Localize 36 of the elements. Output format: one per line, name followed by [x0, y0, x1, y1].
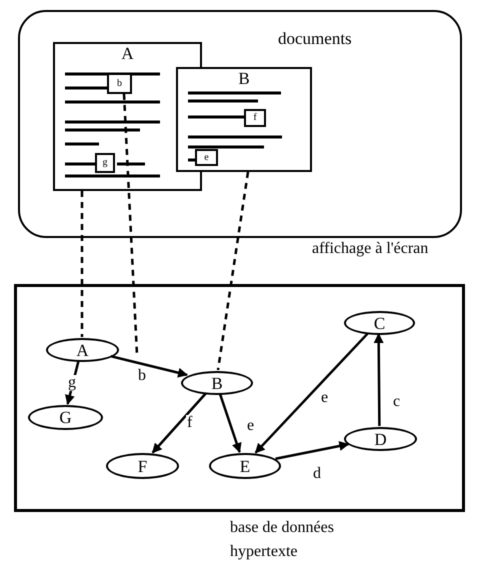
arrow	[110, 354, 188, 378]
link-anchor	[195, 149, 218, 166]
arrow	[254, 332, 369, 454]
node-label: E	[240, 458, 250, 474]
edge-label: g	[67, 375, 77, 391]
graph-node-ellipse	[181, 371, 253, 395]
arrow	[152, 392, 207, 454]
node-label: b	[117, 78, 122, 88]
dashed-link-line	[122, 94, 138, 356]
link-anchor	[95, 153, 115, 173]
arrow	[374, 333, 384, 426]
graph-node-ellipse	[46, 338, 119, 362]
node-label: C	[374, 314, 386, 332]
link-anchor	[107, 73, 132, 94]
graph-node-ellipse	[344, 427, 417, 451]
arrow	[218, 394, 242, 454]
graph-node-ellipse	[209, 453, 281, 479]
node-label: G	[59, 409, 72, 426]
screen-panel	[18, 10, 462, 238]
node-label: g	[102, 158, 108, 168]
dashed-link-line	[80, 191, 84, 337]
arrow	[275, 441, 350, 460]
node-label: documents	[278, 29, 352, 48]
node-label: A	[76, 342, 89, 358]
node-label: B	[238, 69, 250, 88]
database-box	[14, 284, 465, 512]
caption-text: affichage à l'écran	[312, 239, 430, 259]
node-label: F	[138, 458, 148, 474]
node-label: B	[211, 374, 223, 392]
caption-text: base de données hypertexte	[230, 518, 335, 562]
node-label: A	[121, 44, 134, 63]
dashed-link-line	[216, 172, 250, 370]
node-label: D	[374, 430, 387, 448]
node-label: e	[204, 152, 209, 162]
link-anchor	[244, 109, 266, 127]
node-label: f	[253, 113, 257, 123]
